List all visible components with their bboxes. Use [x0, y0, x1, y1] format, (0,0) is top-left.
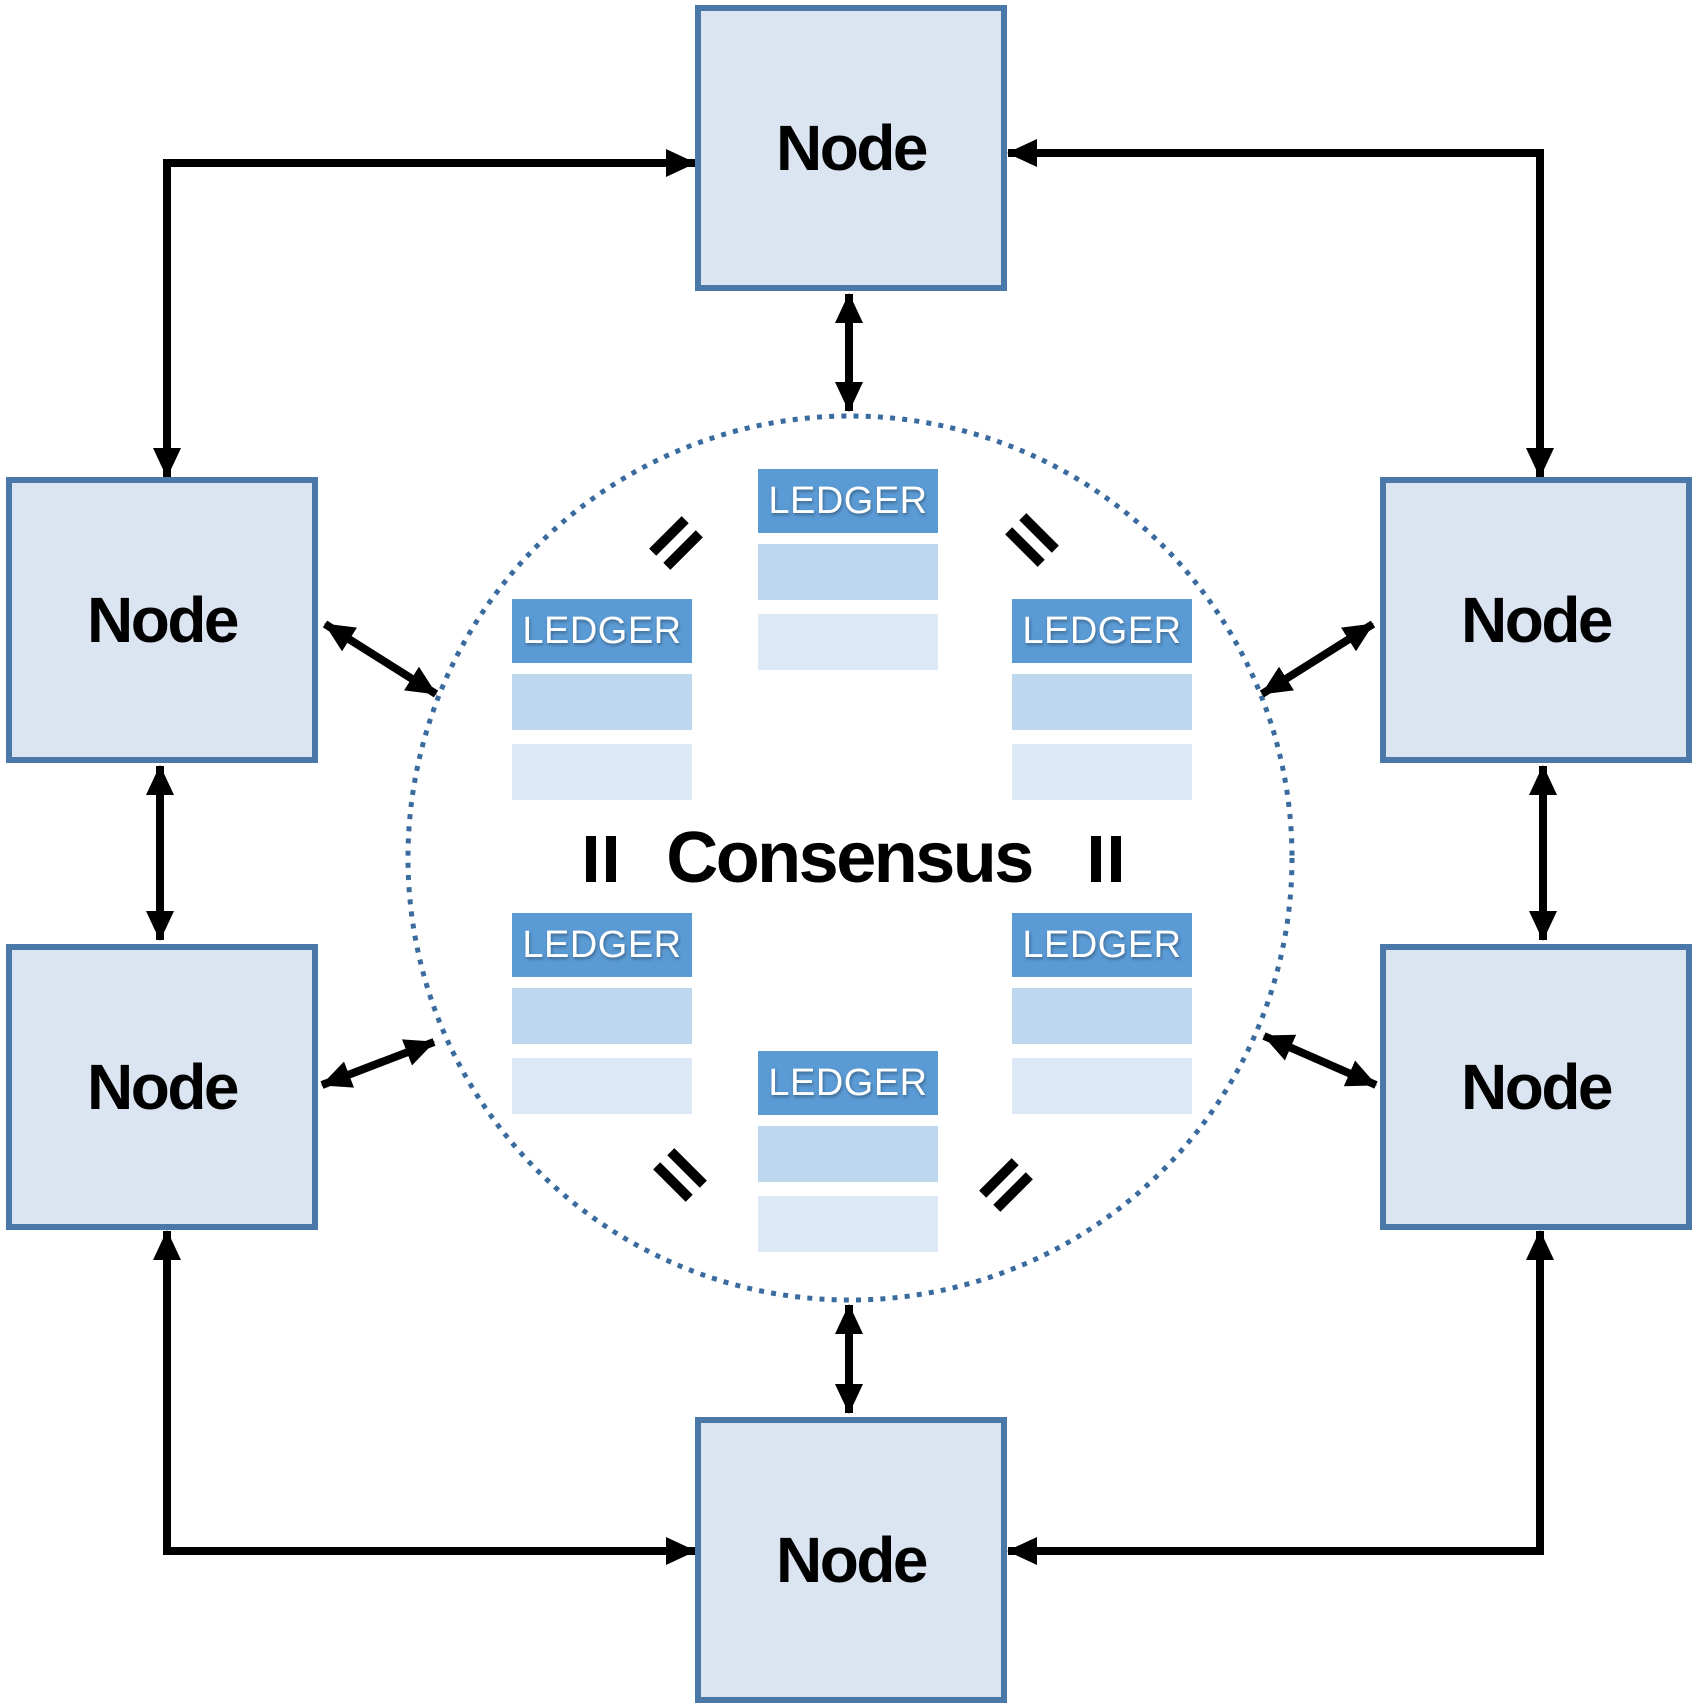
node-box-upper-left: Node [6, 477, 318, 763]
node-label: Node [776, 1524, 929, 1596]
ledger-table-lower-left: LEDGER [512, 913, 692, 1114]
ledger-row [758, 1126, 938, 1182]
ledger-table-top: LEDGER [758, 469, 938, 670]
ledger-row [512, 674, 692, 730]
ledger-row [1012, 988, 1192, 1044]
ledger-row [1012, 674, 1192, 730]
arrow-bottom-left-corner [153, 1230, 696, 1565]
node-box-lower-left: Node [6, 944, 318, 1230]
arrow-lower-right-node-to-circle [1262, 1032, 1378, 1089]
arrow-lower-left-node-to-circle [320, 1038, 436, 1089]
node-box-upper-right: Node [1380, 477, 1692, 763]
ledger-header: LEDGER [758, 1051, 938, 1115]
node-label: Node [87, 1051, 240, 1123]
arrow-upper-right-node-to-circle [1259, 620, 1376, 698]
node-label: Node [1461, 1051, 1614, 1123]
node-label: Node [87, 584, 240, 656]
arrow-upper-left-node-to-circle [322, 620, 439, 698]
arrow-bottom-right-corner [1007, 1230, 1554, 1565]
node-label: Node [776, 112, 929, 184]
ledger-header: LEDGER [1012, 599, 1192, 663]
ledger-header: LEDGER [758, 469, 938, 533]
ledger-row [512, 1058, 692, 1114]
arrow-top-left-corner [153, 149, 696, 478]
ledger-row [758, 544, 938, 600]
consensus-dotted-circle [405, 413, 1295, 1303]
ledger-row [512, 744, 692, 800]
ledger-header: LEDGER [512, 599, 692, 663]
ledger-row [512, 988, 692, 1044]
ledger-header: LEDGER [512, 913, 692, 977]
ledger-header: LEDGER [1012, 913, 1192, 977]
node-box-top: Node [695, 5, 1007, 291]
consensus-label: Consensus [666, 818, 1034, 898]
ledger-table-upper-left: LEDGER [512, 599, 692, 800]
ledger-table-lower-right: LEDGER [1012, 913, 1192, 1114]
node-label: Node [1461, 584, 1614, 656]
ledger-table-bottom: LEDGER [758, 1051, 938, 1252]
ledger-row [758, 1196, 938, 1252]
ledger-row [1012, 1058, 1192, 1114]
node-box-lower-right: Node [1380, 944, 1692, 1230]
ledger-row [758, 614, 938, 670]
ledger-table-upper-right: LEDGER [1012, 599, 1192, 800]
arrow-top-right-corner [1007, 139, 1554, 478]
node-box-bottom: Node [695, 1417, 1007, 1703]
ledger-row [1012, 744, 1192, 800]
